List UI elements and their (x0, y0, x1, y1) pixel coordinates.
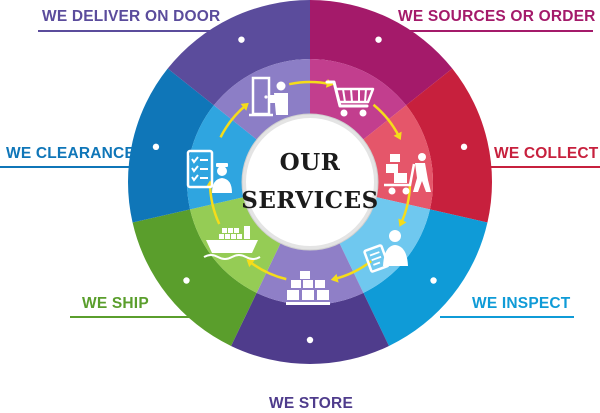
outer-dot-ship (183, 277, 190, 284)
inner-sector-deliver (213, 59, 310, 140)
label-line-clearance (0, 166, 160, 168)
flow-arrowhead-inspect (330, 273, 339, 283)
warehouse-boxes-icon (286, 271, 330, 305)
label-line-collect (470, 166, 600, 168)
label-we-clearance: WE CLEARANCE (6, 145, 135, 162)
outer-dot-collect (460, 143, 468, 151)
outer-sector-collect (406, 68, 492, 223)
label-we-ship: WE SHIP (82, 295, 149, 312)
center-title-line2: SERVICES (241, 187, 379, 214)
outer-dot-clearance (152, 143, 160, 151)
outer-dot-sources (375, 36, 382, 43)
outer-sector-ship (132, 209, 257, 346)
outer-ring (128, 0, 492, 365)
label-line-sources (385, 30, 593, 32)
inner-sector-inspect (339, 197, 430, 293)
outer-dot-store (306, 336, 314, 344)
outer-sector-deliver (167, 0, 310, 106)
label-we-collect: WE COLLECT (494, 145, 599, 162)
outer-sector-store (231, 292, 389, 365)
inner-sector-clearance (187, 105, 257, 210)
label-line-ship (70, 316, 210, 318)
flow-arrowhead-store (246, 259, 255, 268)
outer-sector-sources (310, 0, 453, 106)
label-we-sources-or-order: WE SOURCES OR ORDER (398, 8, 596, 25)
outer-dots (152, 36, 468, 344)
label-we-store: WE STORE (269, 395, 353, 412)
customs-checklist-icon (186, 149, 232, 193)
outer-sector-inspect (363, 209, 488, 346)
outer-sector-clearance (128, 68, 214, 223)
center-title-line1: OUR (279, 149, 341, 176)
label-line-inspect (440, 316, 574, 318)
service-icons (186, 76, 431, 305)
center-circle-rim (241, 113, 379, 251)
flow-arrowhead-sources (393, 131, 402, 140)
label-we-deliver-on-door: WE DELIVER ON DOOR (42, 8, 221, 25)
outer-dot-inspect (430, 277, 437, 284)
door-delivery-icon (249, 76, 288, 117)
label-we-inspect: WE INSPECT (472, 295, 571, 312)
inspector-clipboard-icon (363, 230, 408, 273)
outer-dot-deliver (238, 36, 245, 43)
label-line-deliver (38, 30, 238, 32)
flow-arrowhead-collect (398, 218, 407, 227)
cargo-ship-icon (203, 226, 261, 260)
flow-arrowhead-clearance (240, 102, 249, 111)
center-circle (242, 114, 378, 250)
shopping-cart-icon (325, 80, 375, 117)
delivery-trolley-icon (384, 153, 431, 195)
